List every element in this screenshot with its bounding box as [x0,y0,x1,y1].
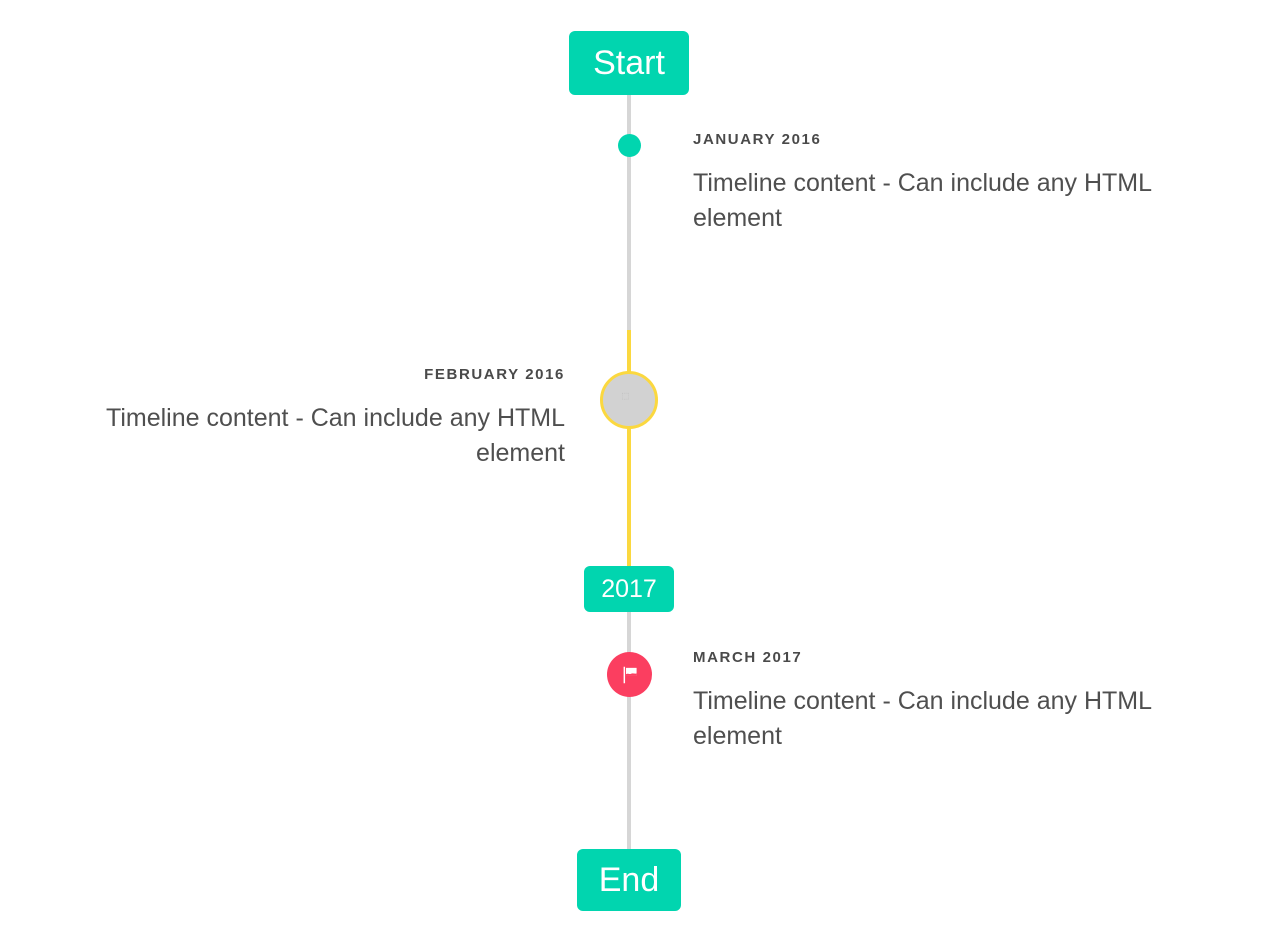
timeline-entry-date: MARCH 2017 [693,649,803,666]
timeline-entry-body: Timeline content - Can include any HTML … [693,169,1152,232]
broken-image-icon[interactable]: ⬚ [600,371,658,429]
timeline-entry-date: JANUARY 2016 [693,131,822,148]
flag-icon[interactable] [607,652,652,697]
timeline-entry-body: Timeline content - Can include any HTML … [693,687,1152,750]
year-badge[interactable]: 2017 [584,566,674,612]
timeline-spine-lower [627,612,631,852]
timeline-entry-body: Timeline content - Can include any HTML … [106,404,565,467]
dot-icon[interactable] [618,134,641,157]
timeline-spine-highlight [627,330,631,566]
timeline-entry-february: FEBRUARY 2016 Timeline content - Can inc… [41,366,565,470]
timeline-entry-date: FEBRUARY 2016 [424,366,565,383]
timeline-entry-january: JANUARY 2016 Timeline content - Can incl… [693,131,1217,235]
timeline-spine-upper [627,94,631,330]
broken-image-glyph: ⬚ [622,389,630,402]
timeline-entry-march: MARCH 2017 Timeline content - Can includ… [693,649,1217,753]
start-badge[interactable]: Start [569,31,689,95]
end-badge[interactable]: End [577,849,681,911]
